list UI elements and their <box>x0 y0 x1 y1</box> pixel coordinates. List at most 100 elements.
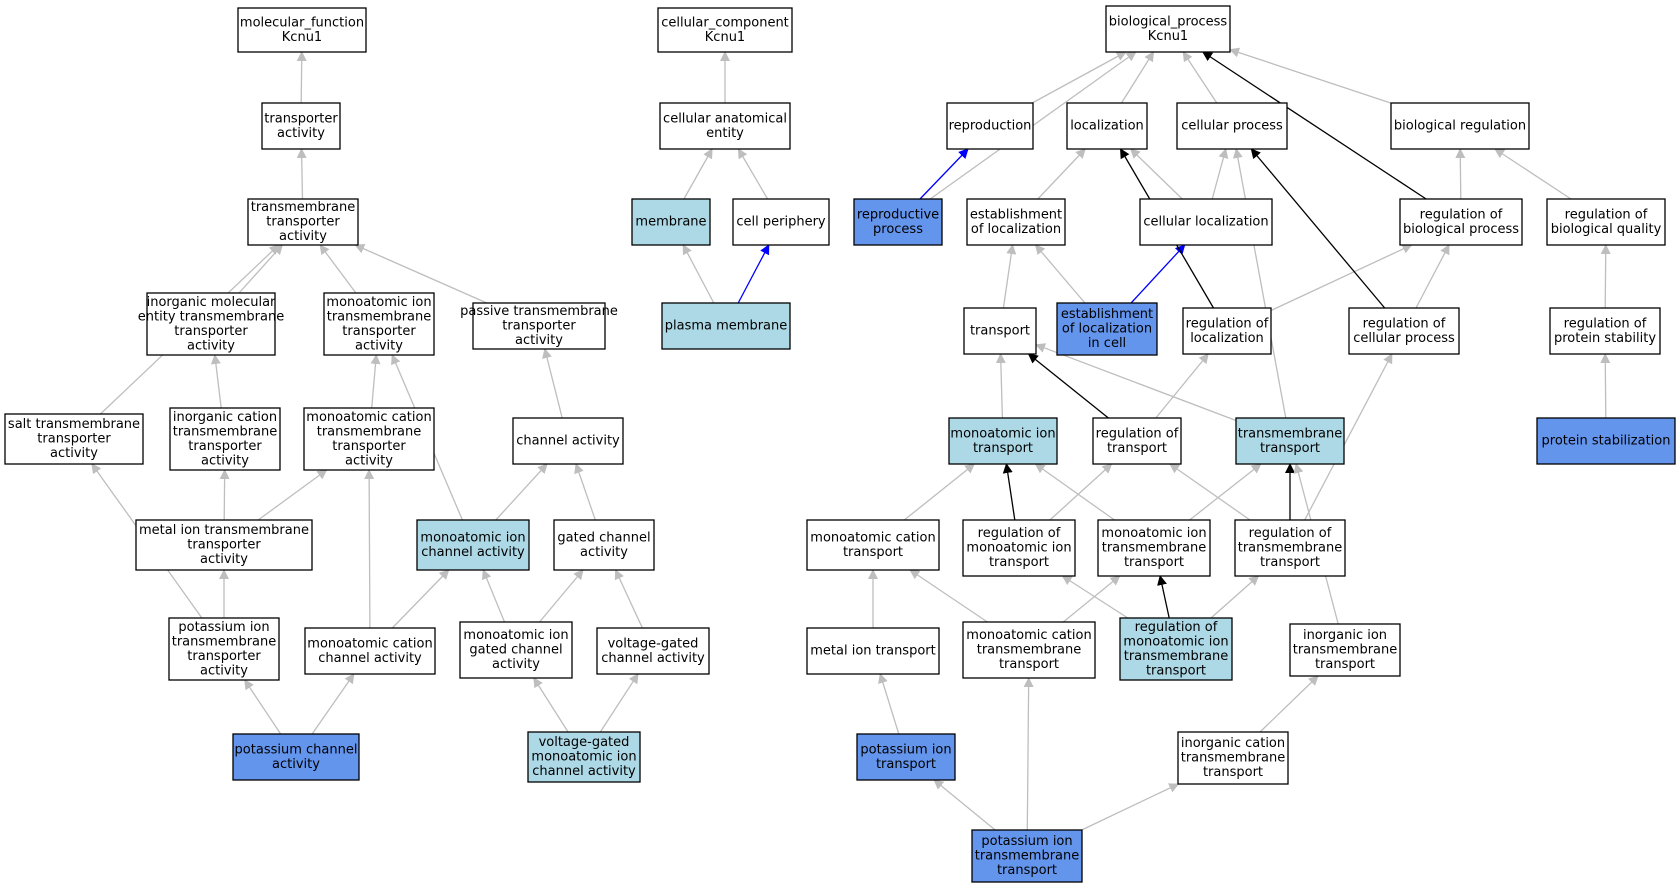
node-label: regulation of <box>1565 207 1648 222</box>
node-box <box>261 102 341 150</box>
node-box <box>459 621 573 679</box>
node-box <box>4 413 144 465</box>
edge-vgca-to-gca <box>614 569 643 629</box>
node-label: transmembrane <box>1293 643 1398 658</box>
node-label: passive transmembrane <box>460 304 618 319</box>
node-label: monoatomic cation <box>966 628 1091 643</box>
node-label: molecular_function <box>240 15 364 30</box>
node-label: gated channel <box>469 643 562 658</box>
edge-vgmica-to-migca <box>533 677 569 733</box>
node-label: regulation of <box>1186 316 1269 331</box>
node-box <box>806 519 940 571</box>
node-label: monoatomic ion <box>950 426 1055 441</box>
edge-line <box>1081 783 1180 831</box>
node-label: establishment <box>1061 307 1153 322</box>
edge-line <box>1232 148 1287 419</box>
node-label: biological_process <box>1109 14 1228 29</box>
edge-elc-to-estloc <box>1034 244 1086 304</box>
node-label: regulation of <box>1249 526 1332 541</box>
node-label: channel activity <box>601 651 705 666</box>
edge-cproc-to-bp <box>1182 51 1218 104</box>
edge-line <box>354 244 488 304</box>
node-box <box>247 198 359 246</box>
node-label: monoatomic cation <box>306 410 431 425</box>
node-box <box>323 292 435 356</box>
node-label: transmembrane <box>173 424 278 439</box>
node-box <box>472 302 606 350</box>
node-box <box>1066 102 1148 150</box>
node-cproc: cellular process <box>1176 102 1288 150</box>
node-label: transmembrane <box>977 643 1082 658</box>
node-box <box>304 627 436 675</box>
edge-line <box>1600 244 1611 309</box>
node-layer: molecular_functionKcnu1transporteractivi… <box>4 5 1676 883</box>
node-label: monoatomic ion <box>463 628 568 643</box>
edge-mct-to-mit <box>903 463 976 521</box>
edge-line <box>574 463 596 521</box>
edge-gca-to-chan <box>574 463 596 521</box>
node-label: cellular anatomical <box>663 111 787 126</box>
node-label: regulation of <box>978 526 1061 541</box>
node-label: regulation of <box>1096 426 1179 441</box>
edge-line <box>1210 575 1260 619</box>
node-label: biological process <box>1403 222 1519 237</box>
node-icta: inorganic cationtransmembranetransporter… <box>169 407 281 471</box>
edge-line <box>599 673 639 733</box>
edge-kit-to-mtr <box>878 673 900 735</box>
node-chan: channel activity <box>512 417 624 465</box>
edge-line <box>1202 51 1427 200</box>
edge-loc-to-bp <box>1120 51 1155 104</box>
node-box <box>1549 307 1661 355</box>
node-box <box>1235 417 1345 465</box>
node-label: inorganic cation <box>173 410 277 425</box>
node-mtr: metal ion transport <box>806 627 940 675</box>
node-box <box>971 829 1083 883</box>
node-box <box>732 198 830 246</box>
edge-trans-to-estloc <box>1002 244 1017 309</box>
node-label: reproduction <box>949 119 1032 134</box>
node-box <box>1139 198 1273 246</box>
node-box <box>146 292 276 356</box>
node-label: Kcnu1 <box>705 30 745 45</box>
node-label: activity <box>345 453 393 468</box>
node-box <box>1348 307 1460 355</box>
edge-line <box>1600 353 1611 419</box>
node-label: monoatomic ion <box>531 750 636 765</box>
node-mcta: monoatomic cationtransmembranetransporte… <box>303 407 435 471</box>
node-box <box>1234 519 1346 577</box>
node-label: metal ion transport <box>810 644 935 659</box>
node-label: salt transmembrane <box>8 417 140 432</box>
edge-line <box>495 463 548 521</box>
node-label: entity <box>706 126 744 141</box>
edge-line <box>1061 575 1129 619</box>
node-box <box>856 733 956 781</box>
node-label: reproductive <box>857 207 939 222</box>
edge-line <box>1129 148 1183 200</box>
edge-kca-to-mcca <box>311 673 355 735</box>
node-label: protein stability <box>1554 331 1656 346</box>
node-label: Kcnu1 <box>1148 29 1188 44</box>
edge-tmt-to-trans <box>1035 343 1237 422</box>
node-label: transport <box>1146 663 1206 678</box>
edge-rmitt-to-rtmt <box>1210 575 1260 619</box>
node-label: transport <box>970 324 1030 339</box>
edge-line <box>238 244 283 294</box>
node-label: transmembrane <box>251 200 356 215</box>
edge-line <box>319 244 357 294</box>
node-label: transport <box>843 545 903 560</box>
node-label: transporter <box>187 649 261 664</box>
node-label: potassium ion <box>178 620 269 635</box>
edge-metal-to-icta <box>219 469 230 521</box>
